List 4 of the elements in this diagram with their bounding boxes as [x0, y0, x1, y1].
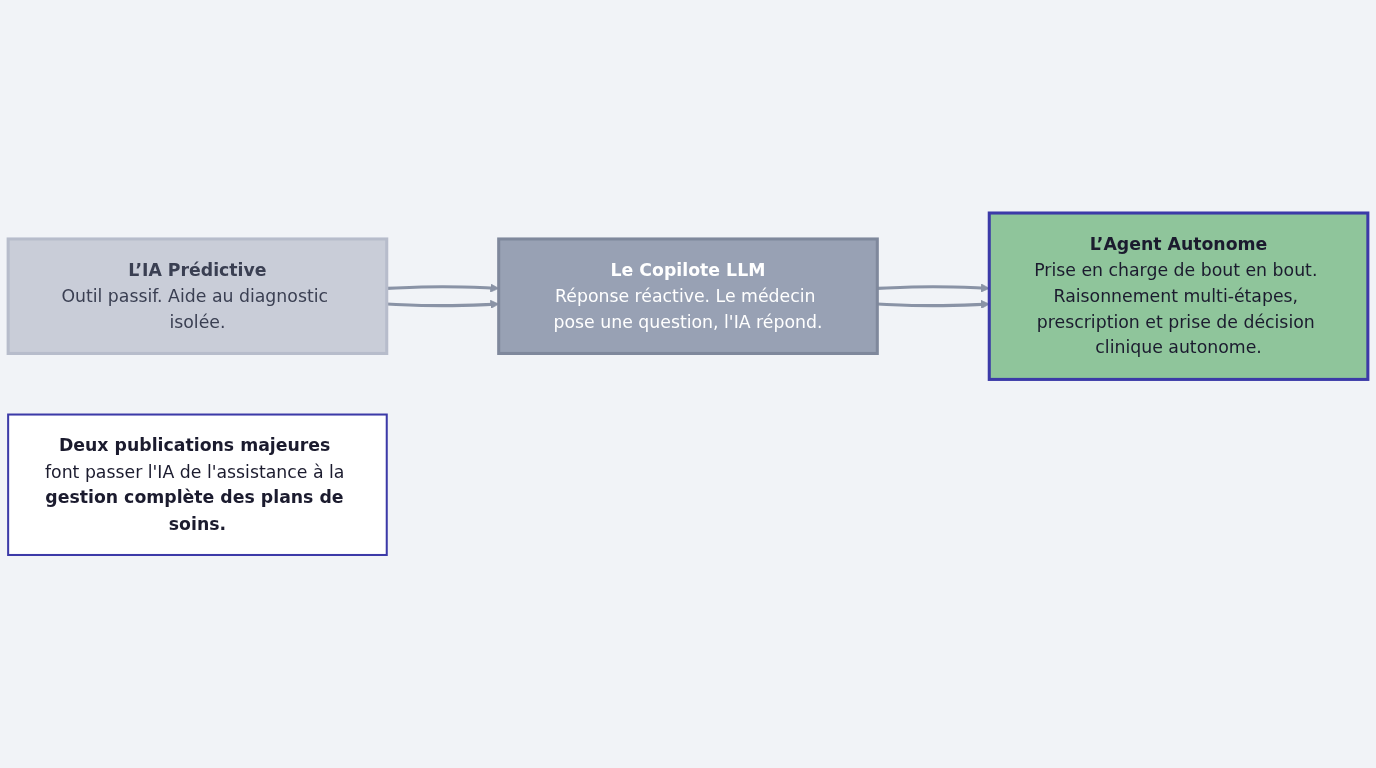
node-box: L’Agent Autonome Prise en charge de bout en bout. Raisonnement multi-étapes, prescription et prise de décision clinique autonome.	[987, 211, 1370, 381]
node-box: Deux publications majeures font passer l'IA de l'assistance à la gestion complète des plans de soins.	[7, 413, 388, 556]
node-box: Le Copilote LLM Réponse réactive. Le médecin pose une question, l'IA répond.	[497, 237, 879, 355]
node-box: L’IA Prédictive Outil passif. Aide au diagnostic isolée.	[6, 237, 389, 355]
